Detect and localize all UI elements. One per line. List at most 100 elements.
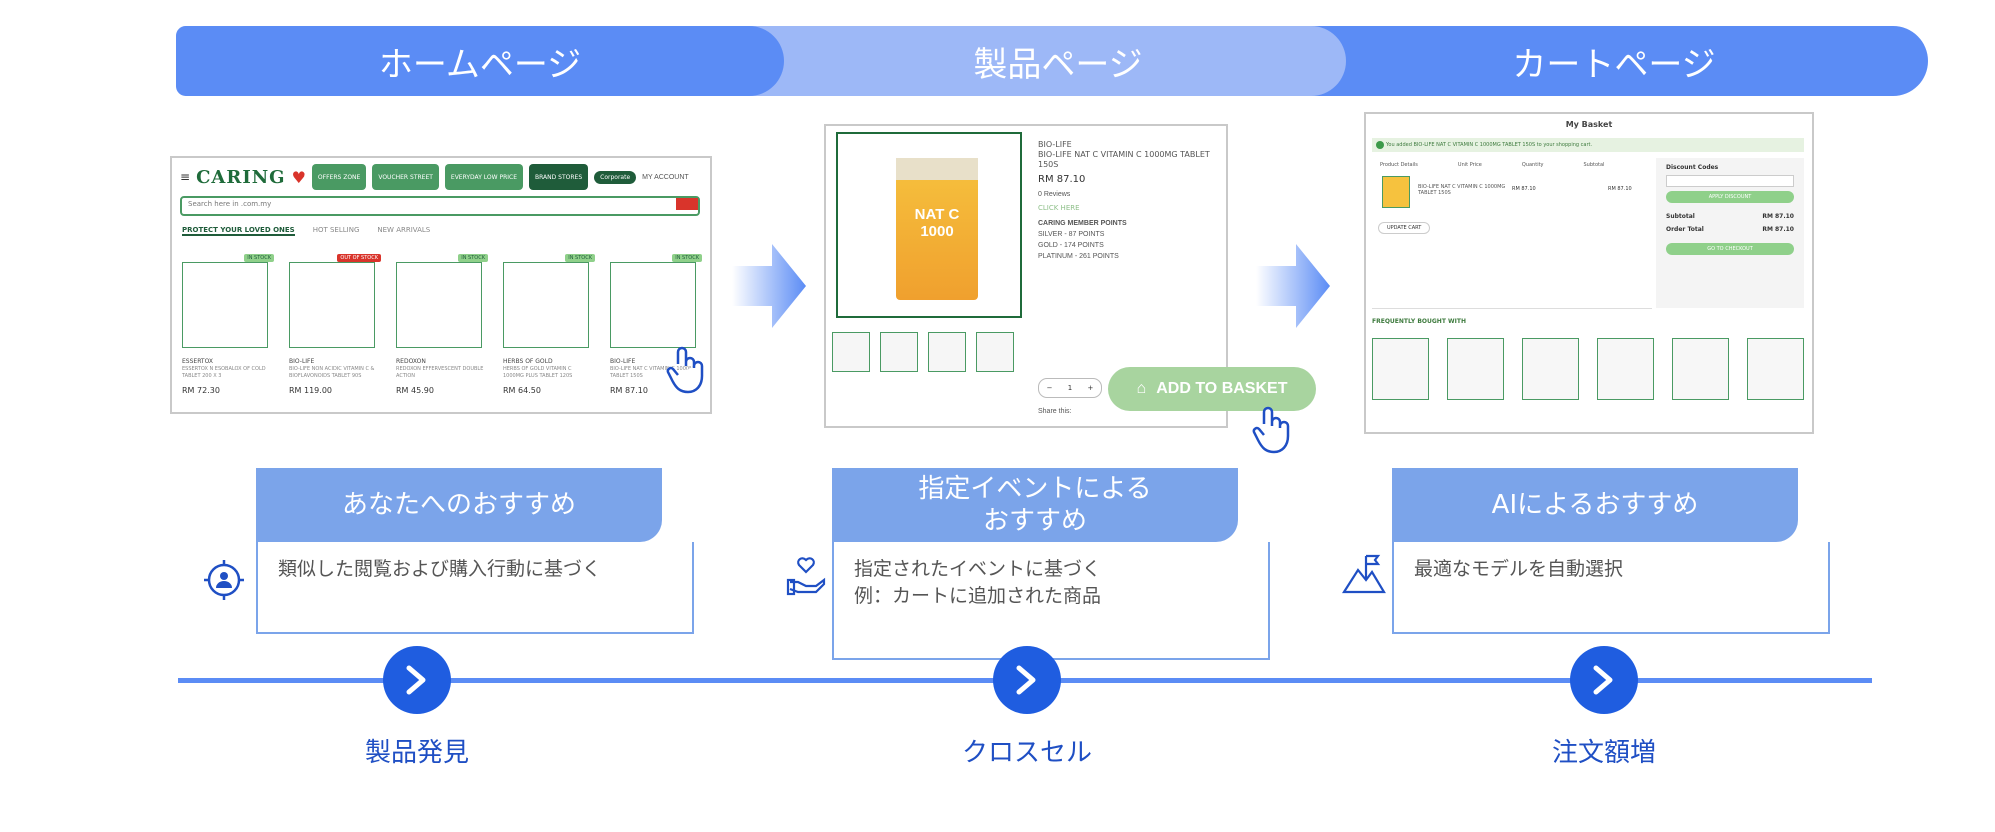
target-person-icon [204, 560, 244, 600]
product-price: RM 64.50 [503, 386, 541, 395]
cart-title: My Basket [1565, 120, 1613, 129]
tab-hot-selling: HOT SELLING [312, 226, 360, 234]
product-image [182, 262, 268, 348]
home-page-screenshot: ≡ CARING ♥ OFFERS ZONE VOUCHER STREET EV… [170, 156, 712, 414]
product-main-image: NAT C 1000 [836, 132, 1022, 318]
cart-items: Product Details Unit Price Quantity Subt… [1372, 158, 1652, 309]
apply-discount-button: APPLY DISCOUNT [1666, 191, 1794, 203]
card-event-title-line2: おすすめ [982, 506, 1087, 536]
reviews-link: 0 Reviews [1038, 191, 1071, 198]
stock-badge: OUT OF STOCK [337, 254, 381, 262]
outcome-order-value: 注文額増 [1551, 738, 1656, 768]
card-ai-title-text: AIによるおすすめ [1491, 490, 1699, 520]
discount-title: Discount Codes [1666, 164, 1719, 171]
points-gold: GOLD - 174 POINTS [1038, 242, 1104, 249]
card-personal-body: 類似した閲覧および購入行動に基づく [256, 542, 694, 634]
nav-pill-voucher: VOUCHER STREET [372, 164, 439, 190]
product-image [396, 262, 482, 348]
col-subtotal: Subtotal [1583, 162, 1605, 168]
basket-icon: ⌂ [1136, 380, 1147, 397]
share-label: Share this: [1038, 408, 1072, 415]
nat-c-box: NAT C 1000 [896, 158, 978, 300]
nav-pill-brand: BRAND STORES [529, 164, 589, 190]
product-info: BIO-LIFE BIO-LIFE NAT C VITAMIN C 1000MG… [1038, 140, 1218, 260]
cart-item-image [1382, 176, 1410, 208]
cart-notice: You added BIO-LIFE NAT C VITAMIN C 1000M… [1372, 138, 1804, 152]
product-brand: REDOXON [396, 358, 426, 365]
member-points-title: CARING MEMBER POINTS [1038, 220, 1127, 227]
nav-pill-offers: OFFERS ZONE [311, 164, 367, 190]
chevron-right-icon [1016, 665, 1036, 695]
fbw-product [1597, 338, 1654, 400]
card-event-body-line1: 指定されたイベントに基づく [854, 558, 1102, 580]
product-name: BIO-LIFE NAT C VITAMIN C 1000MG TABLET 1… [610, 366, 698, 379]
card-ai-body-text: 最適なモデルを自動選択 [1414, 558, 1624, 580]
cart-subtotal: RM 87.10 [1608, 186, 1632, 192]
click-here-link: CLICK HERE [1038, 204, 1080, 212]
home-search-placeholder: Search here in .com.my [188, 200, 272, 208]
product-card: OUT OF STOCK BIO-LIFE BIO-LIFE NON ACIDI… [279, 254, 381, 404]
card-ai-body: 最適なモデルを自動選択 [1392, 542, 1830, 634]
col-product: Product Details [1380, 162, 1418, 168]
fbw-product [1672, 338, 1729, 400]
hand-pointer-icon [666, 346, 704, 394]
caring-logo: CARING [196, 166, 286, 188]
hand-pointer-icon [1252, 406, 1290, 454]
product-price: RM 87.10 [1038, 174, 1086, 185]
flow-arrow-icon [732, 244, 806, 328]
product-image [610, 262, 696, 348]
my-account-label: MY ACCOUNT [642, 173, 689, 181]
product-name: REDOXON EFFERVESCENT DOUBLE ACTION [396, 366, 484, 379]
hand-heart-icon [786, 557, 826, 596]
product-card: IN STOCK REDOXON REDOXON EFFERVESCENT DO… [386, 254, 488, 404]
tab-protect: PROTECT YOUR LOVED ONES [182, 226, 295, 236]
stage-cart-label: カートページ [1512, 44, 1716, 85]
outcome-crosssell: クロスセル [961, 738, 1092, 768]
thumbnail [832, 332, 870, 372]
timeline-node-discovery [383, 646, 451, 714]
nav-pill-everyday: EVERYDAY LOW PRICE [444, 164, 523, 190]
product-card: IN STOCK ESSERTOX ESSERTOX N ESOBALOX OF… [172, 254, 274, 404]
product-card: IN STOCK BIO-LIFE BIO-LIFE NAT C VITAMIN… [600, 254, 702, 404]
heart-icon: ♥ [291, 167, 306, 187]
thumbnail-row [832, 332, 1014, 372]
stage-home-label: ホームページ [378, 44, 582, 85]
thumbnail [976, 332, 1014, 372]
product-price: RM 87.10 [610, 386, 648, 395]
add-to-basket-button: ⌂ ADD TO BASKET [1108, 367, 1316, 411]
box-label: NAT C 1000 [914, 206, 960, 240]
check-icon [1376, 141, 1384, 149]
card-ai-title: AIによるおすすめ [1392, 468, 1798, 542]
product-name: ESSERTOX N ESOBALOX OF COLD TABLET 200 X… [182, 366, 266, 379]
card-event-title: 指定イベントによる おすすめ [832, 468, 1238, 542]
fbw-product [1747, 338, 1804, 400]
product-price: RM 72.30 [182, 386, 220, 395]
product-brand: BIO-LIFE [289, 358, 315, 365]
product-card: IN STOCK HERBS OF GOLD HERBS OF GOLD VIT… [493, 254, 595, 404]
stage-cart: カートページ [1240, 26, 1928, 96]
cart-item-name: BIO-LIFE NAT C VITAMIN C 1000MG TABLET 1… [1418, 184, 1506, 196]
card-personal-body-text: 類似した閲覧および購入行動に基づく [278, 558, 602, 580]
product-brand: BIO-LIFE [1038, 140, 1072, 149]
discount-field [1666, 175, 1794, 187]
cart-page-screenshot: My Basket You added BIO-LIFE NAT C VITAM… [1364, 112, 1814, 434]
fbw-product [1522, 338, 1579, 400]
home-search-bar: Search here in .com.my [180, 196, 700, 216]
product-title: BIO-LIFE NAT C VITAMIN C 1000MG TABLET 1… [1038, 150, 1210, 169]
thumbnail [928, 332, 966, 372]
card-event-body: 指定されたイベントに基づく 例：カートに追加された商品 [832, 542, 1270, 660]
card-event-title-line1: 指定イベントによる [918, 474, 1152, 504]
cart-unit-price: RM 87.10 [1512, 186, 1536, 192]
fbw-product [1447, 338, 1504, 400]
product-brand: HERBS OF GOLD [503, 358, 553, 365]
tab-new-arrivals: NEW ARRIVALS [377, 226, 431, 234]
stock-badge: IN STOCK [565, 254, 595, 262]
product-price: RM 45.90 [396, 386, 434, 395]
search-icon [676, 198, 698, 210]
checkout-button: GO TO CHECKOUT [1666, 243, 1794, 255]
menu-icon: ≡ [180, 170, 191, 184]
points-platinum: PLATINUM - 261 POINTS [1038, 253, 1119, 260]
add-to-basket-label: ADD TO BASKET [1156, 380, 1288, 397]
